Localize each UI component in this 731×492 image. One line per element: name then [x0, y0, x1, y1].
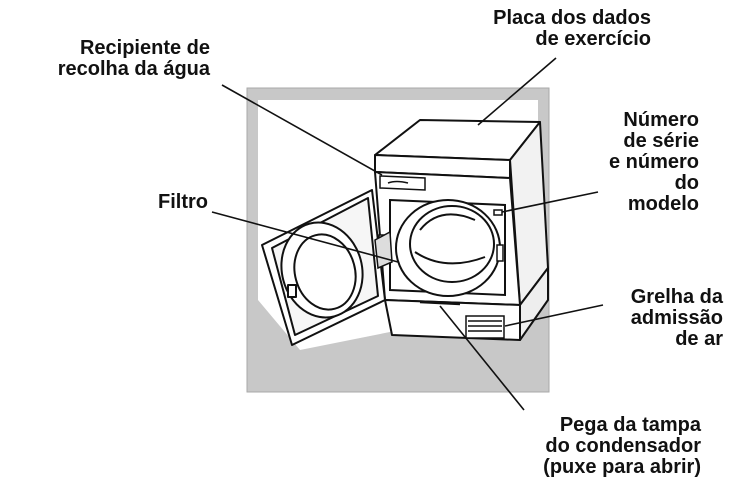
label-rating-plate: Placa dos dados de exercício [493, 8, 651, 50]
label-rating-plate-line: Placa dos dados [493, 7, 651, 29]
label-filter-line: Filtro [158, 191, 208, 213]
label-condenser-cover-handle-line: (puxe para abrir) [543, 456, 701, 478]
label-water-container-line: recolha da água [57, 58, 210, 80]
label-air-intake-grille: Grelha da admissão de ar [631, 287, 723, 350]
leader-serial-number [501, 191, 599, 213]
label-condenser-cover-handle-line: Pega da tampa [559, 414, 701, 436]
label-serial-number-line: Número [623, 109, 699, 131]
leader-air-grille [504, 304, 604, 327]
label-rating-plate-line: de exercício [535, 28, 651, 50]
label-serial-number-line: de série [623, 130, 699, 152]
label-water-container: Recipiente de recolha da água [58, 38, 210, 80]
serial-number-plate [493, 209, 503, 216]
leader-lines [211, 57, 604, 411]
leader-water-container [221, 84, 383, 176]
label-air-intake-grille-line: admissão [630, 307, 723, 329]
label-serial-number-line: do [674, 172, 699, 194]
label-serial-number-line: e número [608, 151, 699, 173]
label-filter: Filtro [158, 192, 208, 213]
label-air-intake-grille-line: Grelha da [630, 286, 723, 308]
label-air-intake-grille-line: de ar [675, 328, 723, 350]
water-container-drawer [379, 175, 426, 191]
label-condenser-cover-handle-line: do condensador [545, 435, 701, 457]
leader-condenser-handle [439, 305, 525, 411]
label-water-container-line: Recipiente de [79, 37, 210, 59]
label-serial-number-line: modelo [627, 193, 699, 215]
leader-filter [211, 211, 399, 263]
label-serial-number: Número de série e número do modelo [609, 110, 699, 215]
condenser-cover-handle [419, 300, 461, 306]
floor-shadow [258, 270, 538, 382]
leader-rating-plate [477, 57, 557, 126]
air-intake-grille [465, 315, 505, 339]
label-condenser-cover-handle: Pega da tampa do condensador (puxe para … [543, 415, 701, 478]
